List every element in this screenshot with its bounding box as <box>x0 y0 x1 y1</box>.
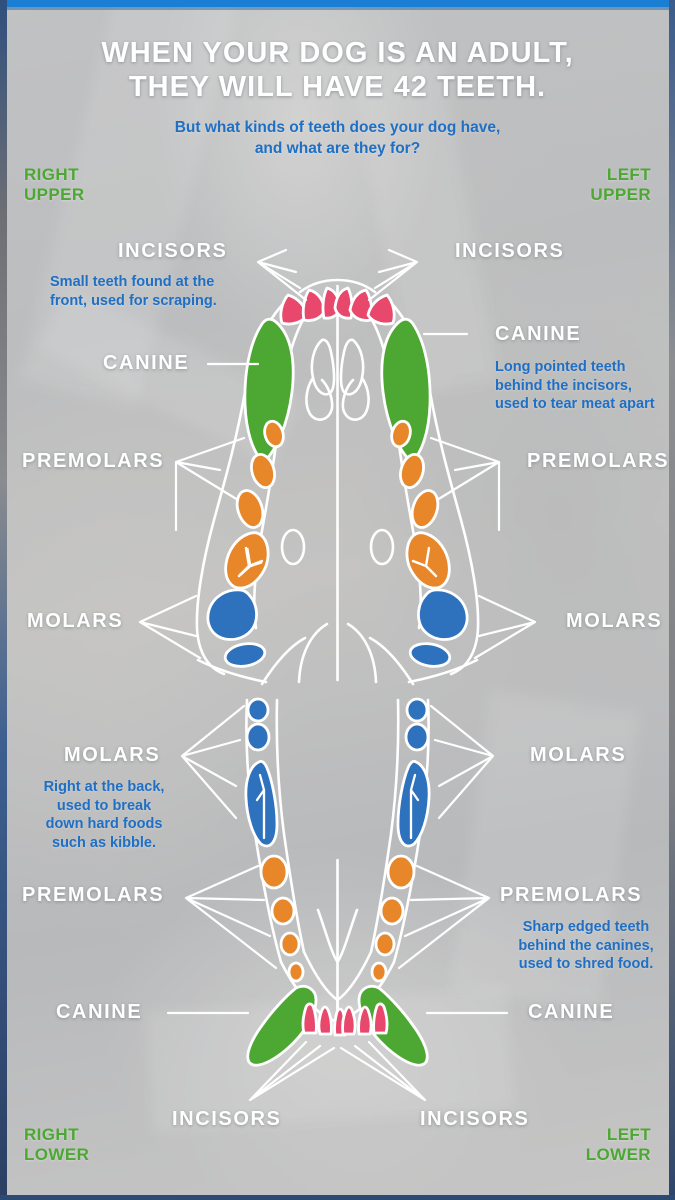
leader-lines <box>138 248 537 1102</box>
label-upper-right-canine: CANINE <box>495 323 582 345</box>
top-accent-bar-shadow <box>0 7 675 10</box>
label-lower-right-molars: MOLARS <box>530 744 627 766</box>
label-lower-right-canine: CANINE <box>528 1001 615 1023</box>
page-subtitle: But what kinds of teeth does your dog ha… <box>0 118 675 160</box>
label-lower-left-canine: CANINE <box>56 1001 143 1023</box>
bottom-edge-strip <box>0 1195 675 1200</box>
title-line-1: WHEN YOUR DOG IS AN ADULT, <box>101 37 574 69</box>
upper-incisors <box>279 286 396 326</box>
label-upper-left-premolars: PREMOLARS <box>22 450 165 472</box>
label-lower-right-premolars: PREMOLARS <box>500 884 643 906</box>
description-premolars: Sharp edged teeth behind the canines, us… <box>518 919 654 973</box>
label-lower-left-molars: MOLARS <box>64 744 161 766</box>
quadrant-label-right-upper: RIGHT UPPER <box>24 165 85 205</box>
description-canine: Long pointed teeth behind the incisors, … <box>495 359 655 413</box>
label-upper-right-premolars: PREMOLARS <box>527 450 670 472</box>
label-lower-left-incisors: INCISORS <box>172 1108 282 1130</box>
label-upper-right-incisors: INCISORS <box>455 240 565 262</box>
quadrant-label-right-lower: RIGHT LOWER <box>24 1125 90 1165</box>
label-upper-left-molars: MOLARS <box>27 610 124 632</box>
label-lower-left-premolars: PREMOLARS <box>22 884 165 906</box>
subtitle-line-1: But what kinds of teeth does your dog ha… <box>174 119 501 136</box>
description-molars: Right at the back, used to break down ha… <box>43 779 165 851</box>
page-title: WHEN YOUR DOG IS AN ADULT, THEY WILL HAV… <box>0 36 675 104</box>
lower-incisors <box>301 1002 389 1037</box>
top-accent-bar <box>0 0 675 7</box>
right-edge-strip <box>669 0 675 1200</box>
description-incisors: Small teeth found at the front, used for… <box>50 274 217 309</box>
quadrant-label-left-upper: LEFT UPPER <box>590 165 651 205</box>
lower-molars <box>244 697 431 848</box>
left-edge-strip <box>0 0 7 1200</box>
quadrant-label-left-lower: LEFT LOWER <box>585 1125 651 1165</box>
label-upper-right-molars: MOLARS <box>566 610 663 632</box>
label-upper-left-incisors: INCISORS <box>118 240 228 262</box>
subtitle-line-2: and what are they for? <box>254 139 421 157</box>
label-upper-left-canine: CANINE <box>103 352 190 374</box>
label-lower-right-incisors: INCISORS <box>420 1108 530 1130</box>
upper-molars <box>206 588 469 668</box>
title-line-2: THEY WILL HAVE 42 TEETH. <box>128 71 547 104</box>
lower-premolars <box>259 854 416 983</box>
